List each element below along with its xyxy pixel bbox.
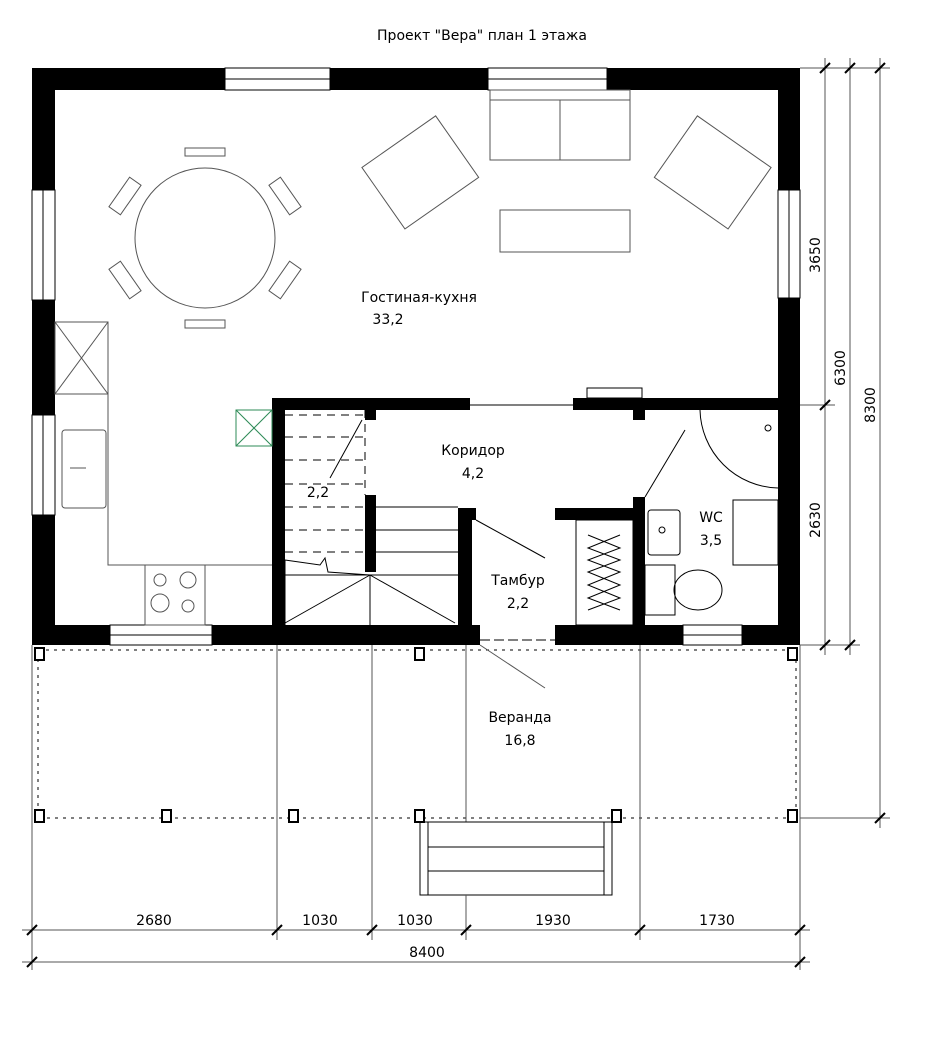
staircase: [284, 410, 458, 628]
dimensions-bottom: 2680 1030 1030 1930 1730 8400: [22, 645, 810, 970]
dimensions-right: 3650 2630 6300 8300: [800, 58, 890, 828]
room-labels: Гостиная-кухня 33,2 Коридор 4,2 2,2 Тамбур…: [307, 290, 723, 749]
dining-table: [108, 147, 302, 329]
svg-text:2630: 2630: [808, 502, 824, 538]
svg-text:Гостиная-кухня: Гостиная-кухня: [361, 290, 477, 306]
svg-text:6300: 6300: [833, 350, 849, 386]
interior-walls: [272, 398, 800, 641]
svg-text:WC: WC: [699, 510, 723, 526]
doors-fixtures: [475, 387, 779, 626]
svg-text:3650: 3650: [808, 237, 824, 273]
svg-text:4,2: 4,2: [462, 466, 484, 482]
svg-text:33,2: 33,2: [372, 312, 403, 328]
svg-text:2,2: 2,2: [507, 596, 529, 612]
svg-text:1030: 1030: [302, 913, 338, 929]
svg-text:Тамбур: Тамбур: [490, 573, 545, 589]
svg-text:Коридор: Коридор: [441, 443, 505, 459]
outer-walls: [32, 68, 800, 645]
plan-title: Проект "Вера" план 1 этажа: [377, 28, 587, 44]
kitchen: [54, 321, 273, 626]
svg-text:16,8: 16,8: [504, 733, 535, 749]
svg-text:1730: 1730: [699, 913, 735, 929]
living-furniture: [361, 89, 772, 253]
svg-text:3,5: 3,5: [700, 533, 722, 549]
svg-text:1930: 1930: [535, 913, 571, 929]
svg-text:8300: 8300: [863, 387, 879, 423]
svg-text:Веранда: Веранда: [488, 710, 551, 726]
windows: [31, 67, 801, 646]
svg-text:8400: 8400: [409, 945, 445, 961]
veranda: [34, 644, 798, 896]
svg-text:2680: 2680: [136, 913, 172, 929]
entrance-steps: [419, 821, 613, 896]
svg-text:1030: 1030: [397, 913, 433, 929]
stair-area: 2,2: [307, 485, 329, 501]
